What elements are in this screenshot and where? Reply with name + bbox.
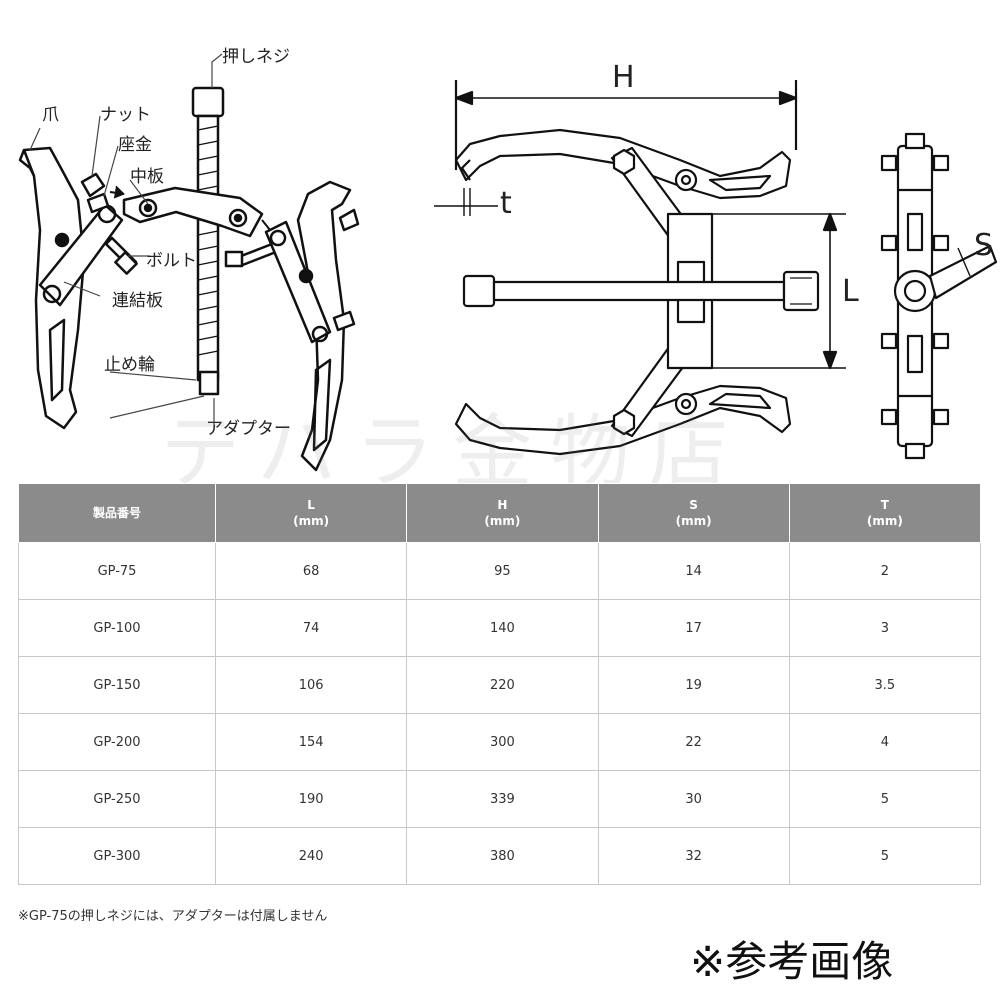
label-retaining-ring: 止め輪 [104, 355, 155, 375]
label-claw: 爪 [42, 105, 59, 125]
label-bolt: ボルト [146, 251, 197, 271]
cell-t: 2 [788, 542, 982, 600]
table-row: GP-100 74 140 17 3 [18, 599, 982, 657]
header-h: H (mm) [406, 483, 599, 543]
cell-t: 4 [788, 713, 982, 771]
cell-t: 5 [788, 827, 982, 885]
cell-s: 30 [597, 770, 790, 828]
label-push-screw: 押しネジ [222, 47, 290, 67]
cell-s: 17 [597, 599, 790, 657]
cell-product-number: GP-100 [18, 599, 216, 657]
dimension-h-label: H [612, 60, 635, 95]
cell-product-number: GP-75 [18, 542, 216, 600]
reference-image-label: ※参考画像 [690, 937, 894, 986]
cell-l: 240 [214, 827, 408, 885]
cell-h: 380 [406, 827, 599, 885]
table-row: GP-150 106 220 19 3.5 [18, 656, 982, 714]
cell-s: 14 [597, 542, 790, 600]
cell-product-number: GP-300 [18, 827, 216, 885]
cell-t: 3 [788, 599, 982, 657]
cell-h: 95 [406, 542, 599, 600]
cell-l: 68 [214, 542, 408, 600]
cell-product-number: GP-200 [18, 713, 216, 771]
label-center-plate: 中板 [130, 167, 164, 187]
spec-table: 製品番号 L (mm) H (mm) S (mm) T (mm) GP-75 6… [18, 483, 982, 885]
label-nut: ナット [100, 105, 151, 125]
cell-s: 32 [597, 827, 790, 885]
cell-h: 300 [406, 713, 599, 771]
cell-s: 19 [597, 656, 790, 714]
header-product-number: 製品番号 [18, 483, 216, 543]
table-row: GP-200 154 300 22 4 [18, 713, 982, 771]
table-row: GP-250 190 339 30 5 [18, 770, 982, 828]
table-row: GP-75 68 95 14 2 [18, 542, 982, 600]
header-l: L (mm) [214, 483, 408, 543]
cell-product-number: GP-150 [18, 656, 216, 714]
cell-t: 5 [788, 770, 982, 828]
cell-l: 154 [214, 713, 408, 771]
cell-h: 140 [406, 599, 599, 657]
diagram-area: 押しネジ 爪 ナット 座金 中板 ボルト 連結板 止め輪 アダプター H t L… [0, 0, 1000, 499]
table-row: GP-300 240 380 32 5 [18, 827, 982, 885]
label-adapter: アダプター [206, 419, 291, 439]
dimension-s-label: S [974, 228, 994, 263]
cell-s: 22 [597, 713, 790, 771]
cell-product-number: GP-250 [18, 770, 216, 828]
header-t: T (mm) [788, 483, 982, 543]
label-washer: 座金 [118, 135, 152, 155]
cell-l: 74 [214, 599, 408, 657]
header-s: S (mm) [597, 483, 790, 543]
footnote: ※GP-75の押しネジには、アダプターは付属しません [18, 909, 328, 924]
cell-h: 339 [406, 770, 599, 828]
cell-t: 3.5 [788, 656, 982, 714]
puller-exploded-illustration [18, 53, 360, 472]
dimension-l-label: L [842, 274, 859, 309]
cell-l: 190 [214, 770, 408, 828]
label-link-plate: 連結板 [112, 291, 163, 311]
dimension-t-label: t [500, 186, 512, 221]
spec-table-header-row: 製品番号 L (mm) H (mm) S (mm) T (mm) [18, 483, 982, 543]
cell-h: 220 [406, 656, 599, 714]
cell-l: 106 [214, 656, 408, 714]
